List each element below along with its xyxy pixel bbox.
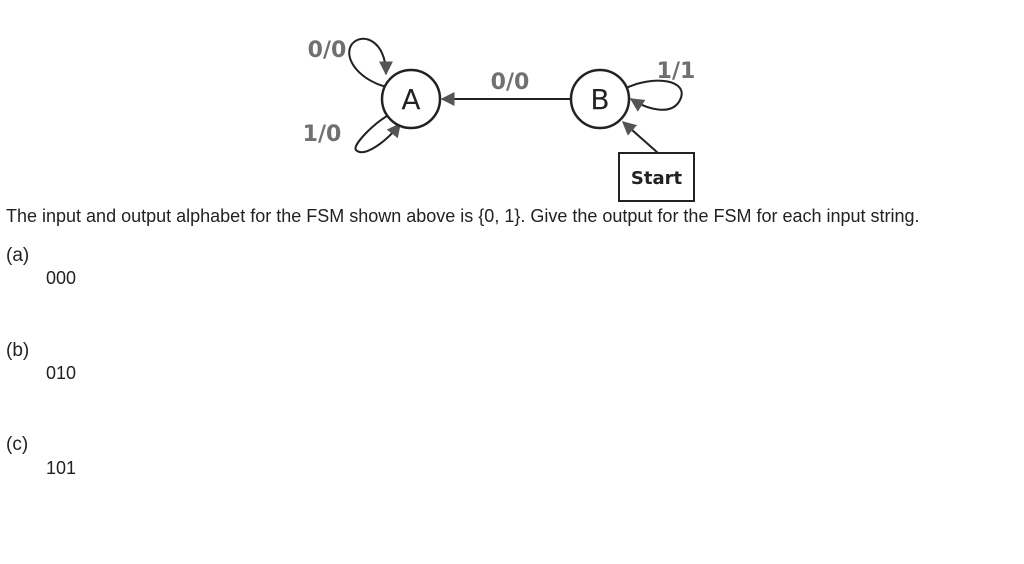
start-box	[618, 152, 695, 202]
part-c-input: 101	[46, 458, 77, 478]
part-a-label: (a)	[6, 245, 30, 266]
transition-b-b-edge	[623, 79, 683, 112]
transition-b-a-label: 0/0	[491, 70, 530, 95]
transition-a-a-0-label: 0/0	[308, 38, 347, 63]
part-b-label: (b)	[6, 340, 30, 361]
start-arrow	[621, 121, 659, 154]
state-a-node	[380, 68, 442, 130]
part-a-input: 000	[46, 268, 77, 288]
state-b-label: B	[590, 83, 609, 116]
part-b-input: 010	[46, 363, 77, 383]
fsm-diagram: A B Start 0/0 1/0 0/0 1/1	[303, 37, 696, 202]
state-a-label: A	[401, 83, 420, 116]
part-c-label: (c)	[6, 434, 29, 455]
transition-a-a-1-edge	[354, 112, 401, 153]
question-text: The input and output alphabet for the FS…	[6, 206, 920, 226]
transition-a-a-0-edge	[348, 37, 393, 89]
state-b-node	[569, 68, 631, 130]
transition-b-b-label: 1/1	[657, 59, 696, 84]
transition-a-a-1-label: 1/0	[303, 122, 342, 147]
start-label: Start	[631, 168, 683, 189]
